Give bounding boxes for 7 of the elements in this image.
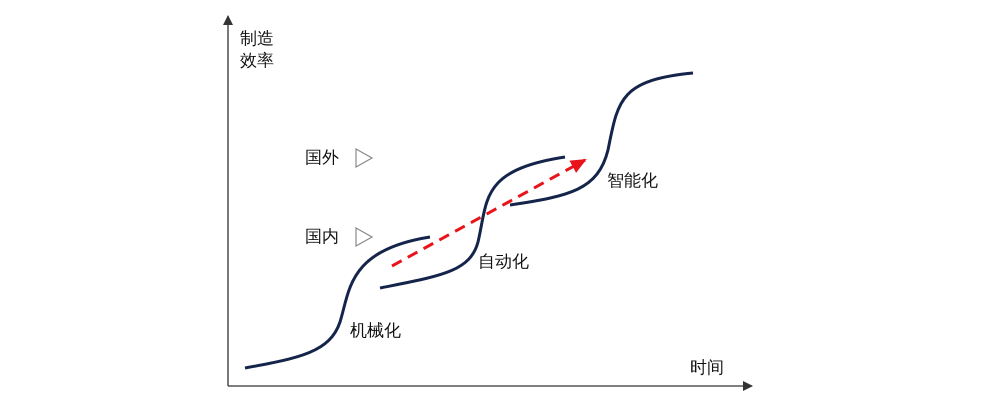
row-label: 国外 <box>305 147 339 169</box>
stage-label: 机械化 <box>350 320 401 342</box>
stage-label: 智能化 <box>607 170 658 192</box>
row-label: 国内 <box>305 226 339 248</box>
axis-label: 制造效率 <box>240 28 275 72</box>
axis-label: 时间 <box>690 357 724 379</box>
stage-label: 自动化 <box>478 251 529 273</box>
